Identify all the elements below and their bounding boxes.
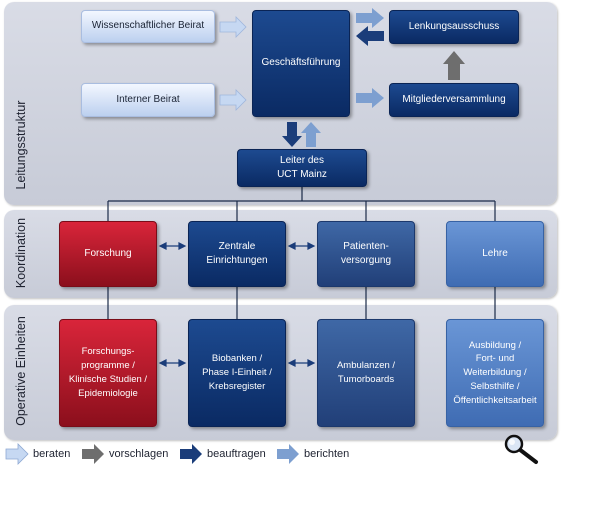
box-forschungsprogramme[interactable]: Forschungs- programme / Klinische Studie… bbox=[59, 319, 157, 427]
legend-arrow-beauftragen bbox=[180, 444, 202, 464]
legend-label-beauftragen: beauftragen bbox=[207, 448, 266, 460]
beauftragen-arrows bbox=[282, 26, 384, 147]
vorschlagen-arrow bbox=[443, 51, 465, 80]
legend-label-beraten: beraten bbox=[33, 448, 71, 460]
box-geschaeftsfuehrung[interactable]: Geschäftsführung bbox=[252, 10, 350, 117]
box-ausbildung[interactable]: Ausbildung / Fort- und Weiterbildung / S… bbox=[446, 319, 544, 427]
box-lenkungsausschuss[interactable]: Lenkungsausschuss bbox=[389, 10, 519, 44]
legend-arrow-beraten bbox=[5, 443, 29, 465]
legend-arrow-berichten bbox=[277, 444, 299, 464]
beraten-arrows bbox=[219, 16, 247, 111]
box-mitgliederversammlung[interactable]: Mitgliederversammlung bbox=[389, 83, 519, 117]
box-leiter-uct[interactable]: Leiter des UCT Mainz bbox=[237, 149, 367, 187]
legend-arrows bbox=[5, 443, 299, 465]
box-zentrale-einrichtungen[interactable]: Zentrale Einrichtungen bbox=[188, 221, 286, 287]
legend-label-vorschlagen: vorschlagen bbox=[109, 448, 169, 460]
box-biobanken[interactable]: Biobanken / Phase I-Einheit / Krebsregis… bbox=[188, 319, 286, 427]
magnifier-icon[interactable] bbox=[504, 434, 538, 464]
legend-label-berichten: berichten bbox=[304, 448, 350, 460]
box-ambulanzen[interactable]: Ambulanzen / Tumorboards bbox=[317, 319, 415, 427]
box-interner-beirat[interactable]: Interner Beirat bbox=[81, 83, 215, 117]
legend-arrow-vorschlagen bbox=[82, 444, 104, 464]
box-patientenversorgung[interactable]: Patienten- versorgung bbox=[317, 221, 415, 287]
box-forschung[interactable]: Forschung bbox=[59, 221, 157, 287]
berichten-arrows bbox=[301, 8, 384, 147]
box-wissenschaftlicher-beirat[interactable]: Wissenschaftlicher Beirat bbox=[81, 10, 215, 43]
box-lehre[interactable]: Lehre bbox=[446, 221, 544, 287]
double-arrows bbox=[158, 242, 316, 367]
hierarchy-lines bbox=[107, 187, 496, 319]
